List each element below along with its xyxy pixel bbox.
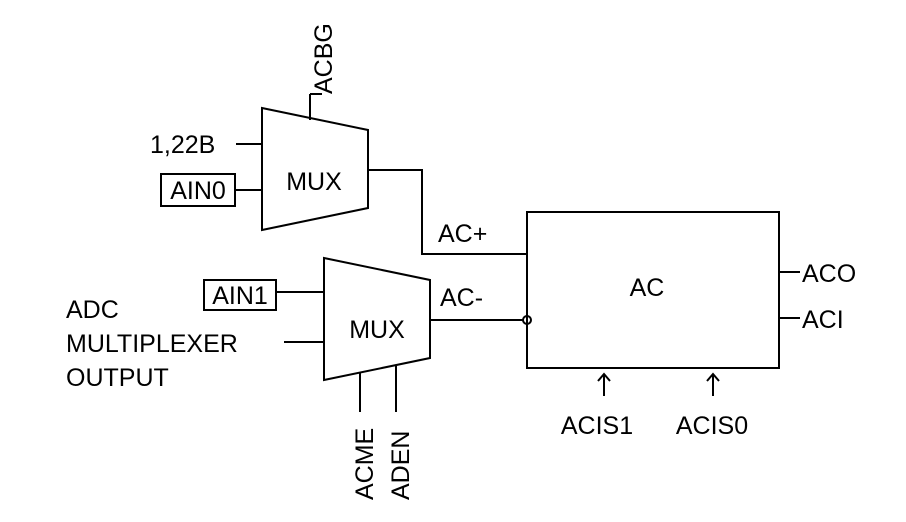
acis0-arrow-head — [706, 372, 720, 382]
adc-label-line1: ADC — [66, 296, 119, 324]
ain1-box — [203, 279, 277, 311]
aco-label: ACO — [802, 260, 856, 288]
ac-plus-label: AC+ — [438, 220, 487, 248]
ac-block-label: AC — [630, 274, 665, 302]
adc-label-line3: OUTPUT — [66, 364, 169, 392]
ain0-label: AIN0 — [170, 177, 226, 205]
aci-label: ACI — [802, 306, 844, 334]
aden-label: ADEN — [387, 431, 415, 500]
acme-label: ACME — [351, 428, 379, 500]
ain1-label: AIN1 — [212, 282, 268, 310]
acis0-label: ACIS0 — [676, 412, 748, 440]
ac-block — [526, 211, 780, 369]
ac-minus-label: AC- — [440, 284, 483, 312]
mux-bottom-shape — [323, 256, 431, 382]
acbg-label: ACBG — [310, 23, 338, 94]
adc-label-line2: MULTIPLEXER — [66, 330, 238, 358]
vref-label: 1,22B — [150, 131, 215, 159]
acis1-arrow-head — [597, 372, 611, 382]
ac-plus-wire — [368, 169, 527, 255]
mux-bottom-label: MUX — [349, 316, 405, 344]
mux-top-label: MUX — [286, 168, 342, 196]
acis1-label: ACIS1 — [561, 412, 633, 440]
